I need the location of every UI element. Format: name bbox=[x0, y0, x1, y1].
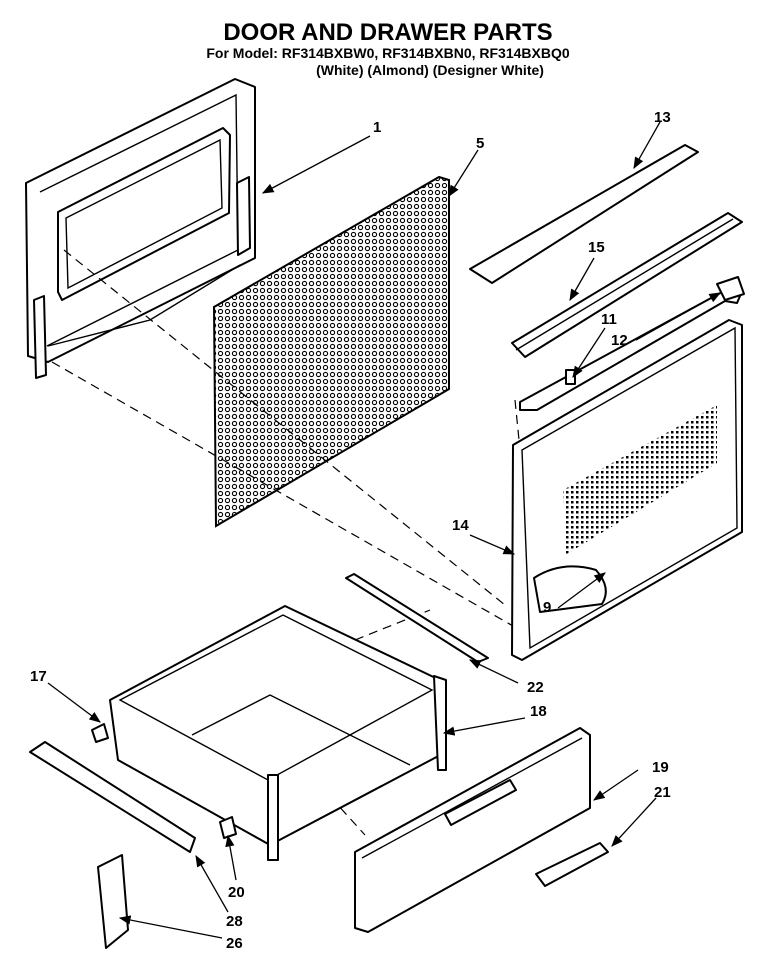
callout-19: 19 bbox=[652, 759, 669, 776]
callout-15: 15 bbox=[588, 239, 605, 256]
model-line: For Model: RF314BXBW0, RF314BXBN0, RF314… bbox=[206, 45, 570, 61]
callout-12: 12 bbox=[611, 332, 628, 349]
part-9-baffle bbox=[533, 565, 607, 613]
callout-11: 11 bbox=[601, 311, 617, 328]
callout-14: 14 bbox=[452, 517, 469, 534]
color-line: (White) (Almond) (Designer White) bbox=[316, 62, 544, 78]
part-18-drawer-box bbox=[109, 605, 447, 861]
page-title: DOOR AND DRAWER PARTS bbox=[223, 19, 552, 46]
part-26-end-cap bbox=[97, 854, 129, 949]
part-5-door-insulation bbox=[212, 175, 450, 528]
part-15-top-channel bbox=[511, 212, 743, 358]
callout-9: 9 bbox=[543, 599, 551, 616]
callout-22: 22 bbox=[527, 679, 544, 696]
leader-lines bbox=[47, 121, 722, 939]
callout-28: 28 bbox=[226, 913, 243, 930]
part-19-drawer-front bbox=[354, 727, 591, 933]
callout-26: 26 bbox=[226, 935, 243, 952]
callout-17: 17 bbox=[30, 668, 47, 685]
part-21-drawer-handle bbox=[535, 842, 609, 887]
callout-20: 20 bbox=[228, 884, 245, 901]
callout-18: 18 bbox=[530, 703, 547, 720]
part-17-drawer-clip bbox=[91, 723, 109, 743]
callout-5: 5 bbox=[476, 135, 484, 152]
part-22-rail bbox=[345, 573, 489, 663]
callout-1: 1 bbox=[373, 119, 381, 136]
part-28-drawer-slide bbox=[29, 741, 196, 853]
callout-numbers: 1 5 13 15 11 12 14 9 17 22 18 19 21 20 2… bbox=[30, 109, 671, 952]
callout-13: 13 bbox=[654, 109, 671, 126]
part-13-top-trim bbox=[469, 144, 699, 284]
part-20-drawer-stop bbox=[219, 816, 237, 839]
part-1-outer-door bbox=[25, 78, 256, 379]
callout-21: 21 bbox=[654, 784, 671, 801]
